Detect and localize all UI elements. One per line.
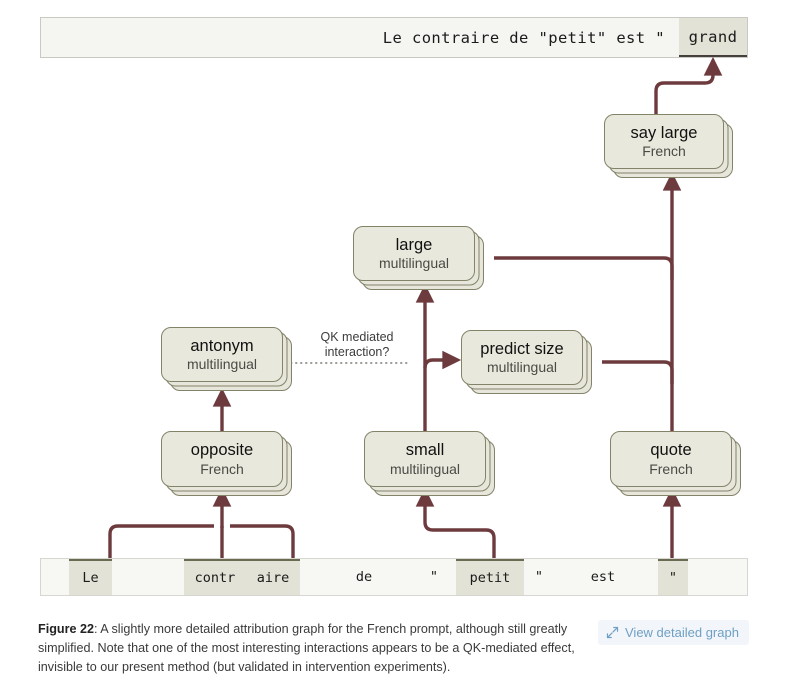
- prompt-text: Le contraire de "petit" est ": [382, 28, 665, 47]
- prompt-token[interactable]: petit: [456, 559, 524, 595]
- node-label: say large: [630, 123, 698, 142]
- node-label: small: [405, 441, 445, 460]
- qk-annotation-line1: QK mediated: [320, 330, 394, 344]
- node-sublabel: multilingual: [389, 460, 461, 477]
- prompt-token[interactable]: Le: [69, 559, 112, 595]
- figure-caption-body: : A slightly more detailed attribution g…: [38, 622, 575, 674]
- figure-label: Figure 22: [38, 622, 94, 636]
- prompt-bar: Le contraire de "petit" est " grand: [40, 17, 748, 58]
- node-label: opposite: [190, 441, 254, 460]
- prompt-token[interactable]: est: [590, 569, 616, 585]
- view-detailed-graph-link[interactable]: View detailed graph: [598, 620, 749, 645]
- edge-le-to-opposite: [108, 524, 214, 566]
- edge-large-to-trunk: [494, 256, 674, 280]
- edge-group: [108, 56, 723, 566]
- view-detailed-graph-label: View detailed graph: [625, 625, 739, 640]
- qk-annotation: QK mediated interaction?: [305, 330, 409, 361]
- prompt-token[interactable]: ": [429, 569, 439, 585]
- node-label: antonym: [190, 336, 254, 355]
- prompt-token[interactable]: ": [658, 559, 688, 595]
- edge-predict-size-to-trunk: [602, 360, 674, 384]
- expand-arrows-icon: [606, 626, 619, 639]
- qk-annotation-line2: interaction?: [324, 345, 390, 360]
- prompt-token[interactable]: contr: [184, 559, 246, 595]
- node-sublabel: French: [642, 143, 686, 160]
- node-label: quote: [650, 441, 692, 460]
- node-label: large: [395, 235, 433, 254]
- node-sublabel: multilingual: [186, 356, 258, 373]
- node-sublabel: multilingual: [378, 255, 450, 272]
- node-sublabel: French: [649, 460, 693, 477]
- node-label: predict size: [480, 339, 564, 358]
- edge-petit-to-small: [415, 487, 496, 566]
- prompt-answer-token: grand: [679, 18, 747, 57]
- edge-small-to-predict-size: [423, 350, 462, 370]
- node-sublabel: multilingual: [486, 359, 558, 376]
- prompt-token[interactable]: aire: [246, 559, 300, 595]
- prompt-token[interactable]: ": [534, 569, 544, 585]
- prompt-token[interactable]: de: [355, 569, 373, 585]
- node-sublabel: French: [200, 460, 244, 477]
- edge-say-large-to-grand: [654, 56, 723, 114]
- figure-caption: Figure 22: A slightly more detailed attr…: [38, 620, 583, 677]
- edge-aire-to-opposite: [230, 524, 295, 566]
